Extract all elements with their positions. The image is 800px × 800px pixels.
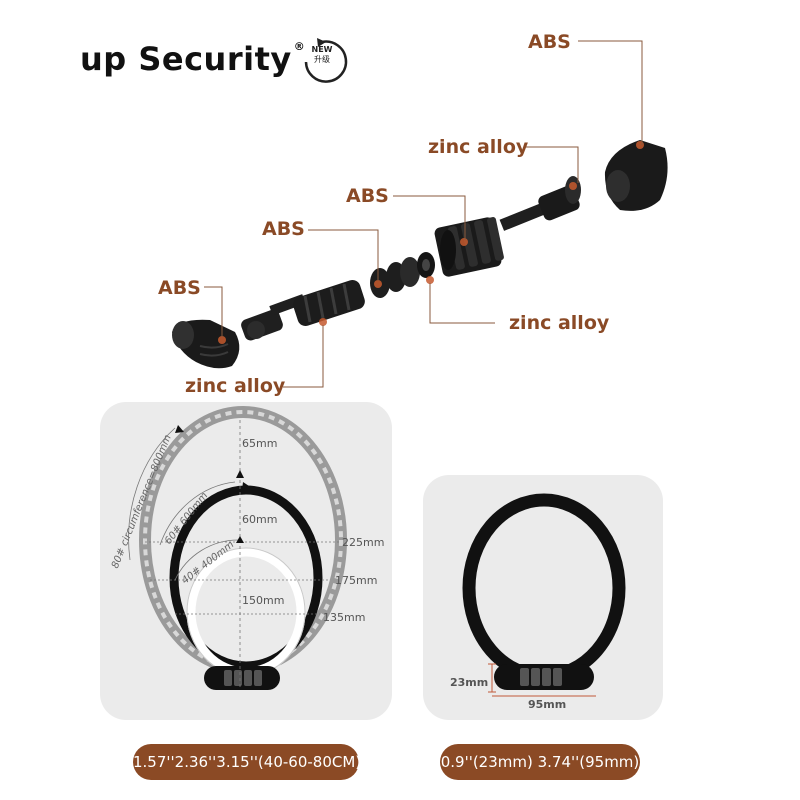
brand-name: up Security: [80, 40, 292, 78]
arrow-markers: [175, 425, 249, 543]
label-zinc-right: zinc alloy: [509, 312, 610, 334]
label-abs-left: ABS: [158, 277, 201, 299]
height-225-label: 225mm: [342, 536, 385, 549]
label-abs-mid: ABS: [346, 185, 389, 207]
combination-dials: [434, 216, 504, 277]
right-shackle-part: [499, 176, 581, 231]
measure-lines-right: [488, 663, 596, 697]
registered-mark: ®: [293, 40, 306, 53]
gap-65-label: 65mm: [242, 437, 278, 450]
leader-lines: [204, 40, 643, 388]
dim-23-label: 23mm: [450, 676, 489, 689]
left-panel-bg: [100, 402, 392, 720]
label-abs-top: ABS: [528, 31, 571, 53]
left-end-cap: [172, 319, 240, 369]
height-150-label: 150mm: [242, 594, 285, 607]
new-badge: NEW 升级: [305, 45, 339, 65]
left-size-caption: 1.57''2.36''3.15''(40-60-80CM): [133, 744, 361, 780]
left-cylinder: [293, 279, 365, 327]
right-end-cap: [604, 140, 668, 211]
middle-rings: [370, 252, 435, 298]
dim-95-label: 95mm: [528, 698, 567, 711]
gap-60-label: 60mm: [242, 513, 278, 526]
left-key-part: [241, 294, 306, 341]
height-135-label: 135mm: [323, 611, 366, 624]
highlight-dots: [218, 141, 644, 344]
badge-new-text: NEW: [311, 45, 333, 54]
label-abs-left-mid: ABS: [262, 218, 305, 240]
new-badge-icon: [304, 38, 348, 83]
measure-lines-left: [128, 420, 340, 690]
label-zinc-top: zinc alloy: [428, 136, 529, 158]
lock-body-left: [204, 666, 280, 690]
cable-lock-right: [462, 493, 626, 690]
label-zinc-bottom: zinc alloy: [185, 375, 286, 397]
height-175-label: 175mm: [335, 574, 378, 587]
brand-logo: up Security®: [80, 40, 305, 78]
right-size-caption: 0.9''(23mm) 3.74''(95mm): [440, 744, 640, 780]
badge-upgrade-text: 升级: [314, 55, 330, 64]
